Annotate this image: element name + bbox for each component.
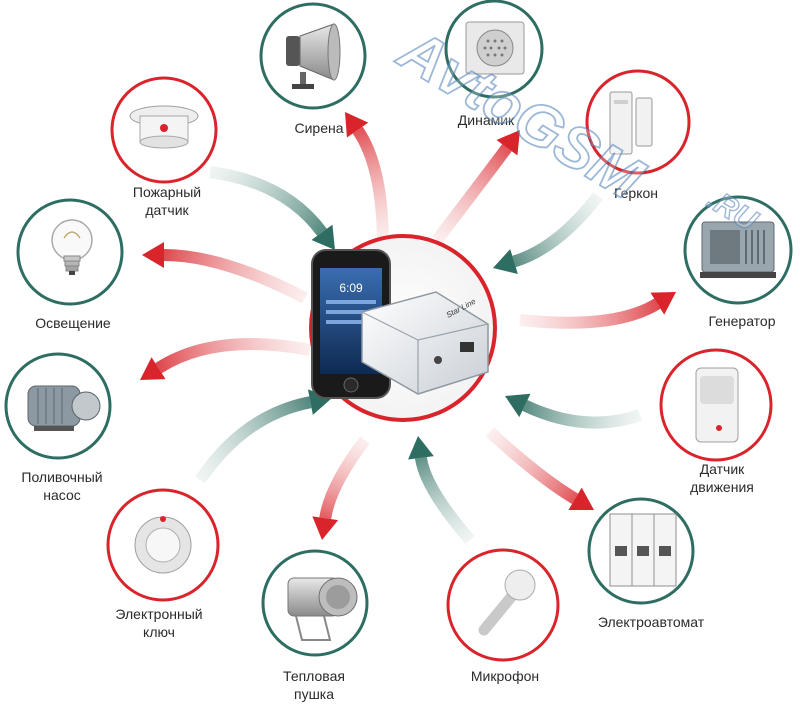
arrow-shaft [522, 400, 642, 429]
node-circuit-breaker: Электроавтомат [587, 497, 705, 630]
node-label: Микрофон [471, 668, 539, 684]
arrow-motion-sensor [505, 393, 642, 429]
arrow-head [568, 487, 594, 510]
arrow-shaft [155, 338, 312, 374]
arrow-shaft [485, 427, 579, 504]
arrow-speaker [432, 130, 520, 244]
watermark: AvtoGSM .RU [386, 14, 765, 239]
microphone-icon [478, 569, 536, 636]
arrow-head [140, 357, 166, 380]
light-bulb-icon [51, 219, 93, 275]
arrow-reed-switch [493, 192, 603, 274]
arrow-head [312, 516, 339, 540]
hub: 6:09 Star Line [309, 234, 497, 422]
reed-switch-icon [609, 91, 653, 155]
speaker-icon [465, 21, 525, 75]
arrow-shaft [414, 456, 475, 544]
arrow-head [505, 393, 531, 418]
arrow-shaft [432, 144, 512, 244]
node-microphone: Микрофон [446, 548, 560, 684]
node-lighting: Освещение [16, 198, 124, 331]
arrow-microphone [408, 436, 475, 544]
circuit-breaker-icon [609, 513, 677, 587]
node-label: Электроавтомат [598, 614, 705, 630]
electronic-key-icon [134, 516, 192, 574]
nodes-layer: Сирена Динамик Гер [4, 0, 793, 702]
arrow-head [650, 292, 676, 315]
arrow-heat-gun [312, 436, 370, 540]
node-label: Геркон [614, 185, 658, 201]
arrow-shaft [319, 436, 370, 520]
arrow-head [142, 242, 164, 268]
node-label: Сирена [294, 120, 343, 136]
arrow-fire-sensor [209, 166, 335, 250]
node-generator: Генератор [683, 195, 793, 329]
heat-gun-icon [287, 577, 358, 641]
gsm-module-icon: Star Line [361, 291, 489, 395]
arrow-shaft [209, 166, 327, 236]
node-reed-switch: Геркон [585, 69, 691, 201]
arrow-lighting [142, 242, 308, 304]
smoke-detector-icon [129, 105, 199, 149]
arrow-head [307, 389, 332, 415]
pump-icon [27, 385, 101, 431]
arrow-head [493, 249, 518, 274]
arrows-layer [140, 112, 676, 544]
siren-icon [286, 23, 341, 89]
arrow-electronic-key [195, 389, 332, 484]
arrow-siren [345, 112, 389, 241]
arrow-head [496, 130, 520, 156]
node-speaker: Динамик [444, 0, 544, 128]
arrow-head [311, 224, 335, 250]
node-label: Освещение [35, 315, 111, 331]
phone-time: 6:09 [339, 281, 363, 295]
arrow-generator [519, 292, 676, 329]
node-label: Динамик [458, 112, 515, 128]
arrow-shaft [519, 298, 661, 329]
arrow-pump [140, 338, 312, 380]
arrow-shaft [512, 192, 603, 268]
arrow-circuit-breaker [485, 427, 594, 510]
arrow-shaft [195, 396, 312, 484]
arrow-head [408, 436, 434, 460]
node-label: Генератор [708, 313, 775, 329]
generator-icon [700, 221, 776, 278]
arrow-shaft [163, 249, 308, 304]
motion-sensor-icon [695, 367, 739, 443]
arrow-head [345, 112, 369, 138]
arrow-shaft [352, 126, 389, 241]
node-siren: Сирена [259, 2, 367, 136]
